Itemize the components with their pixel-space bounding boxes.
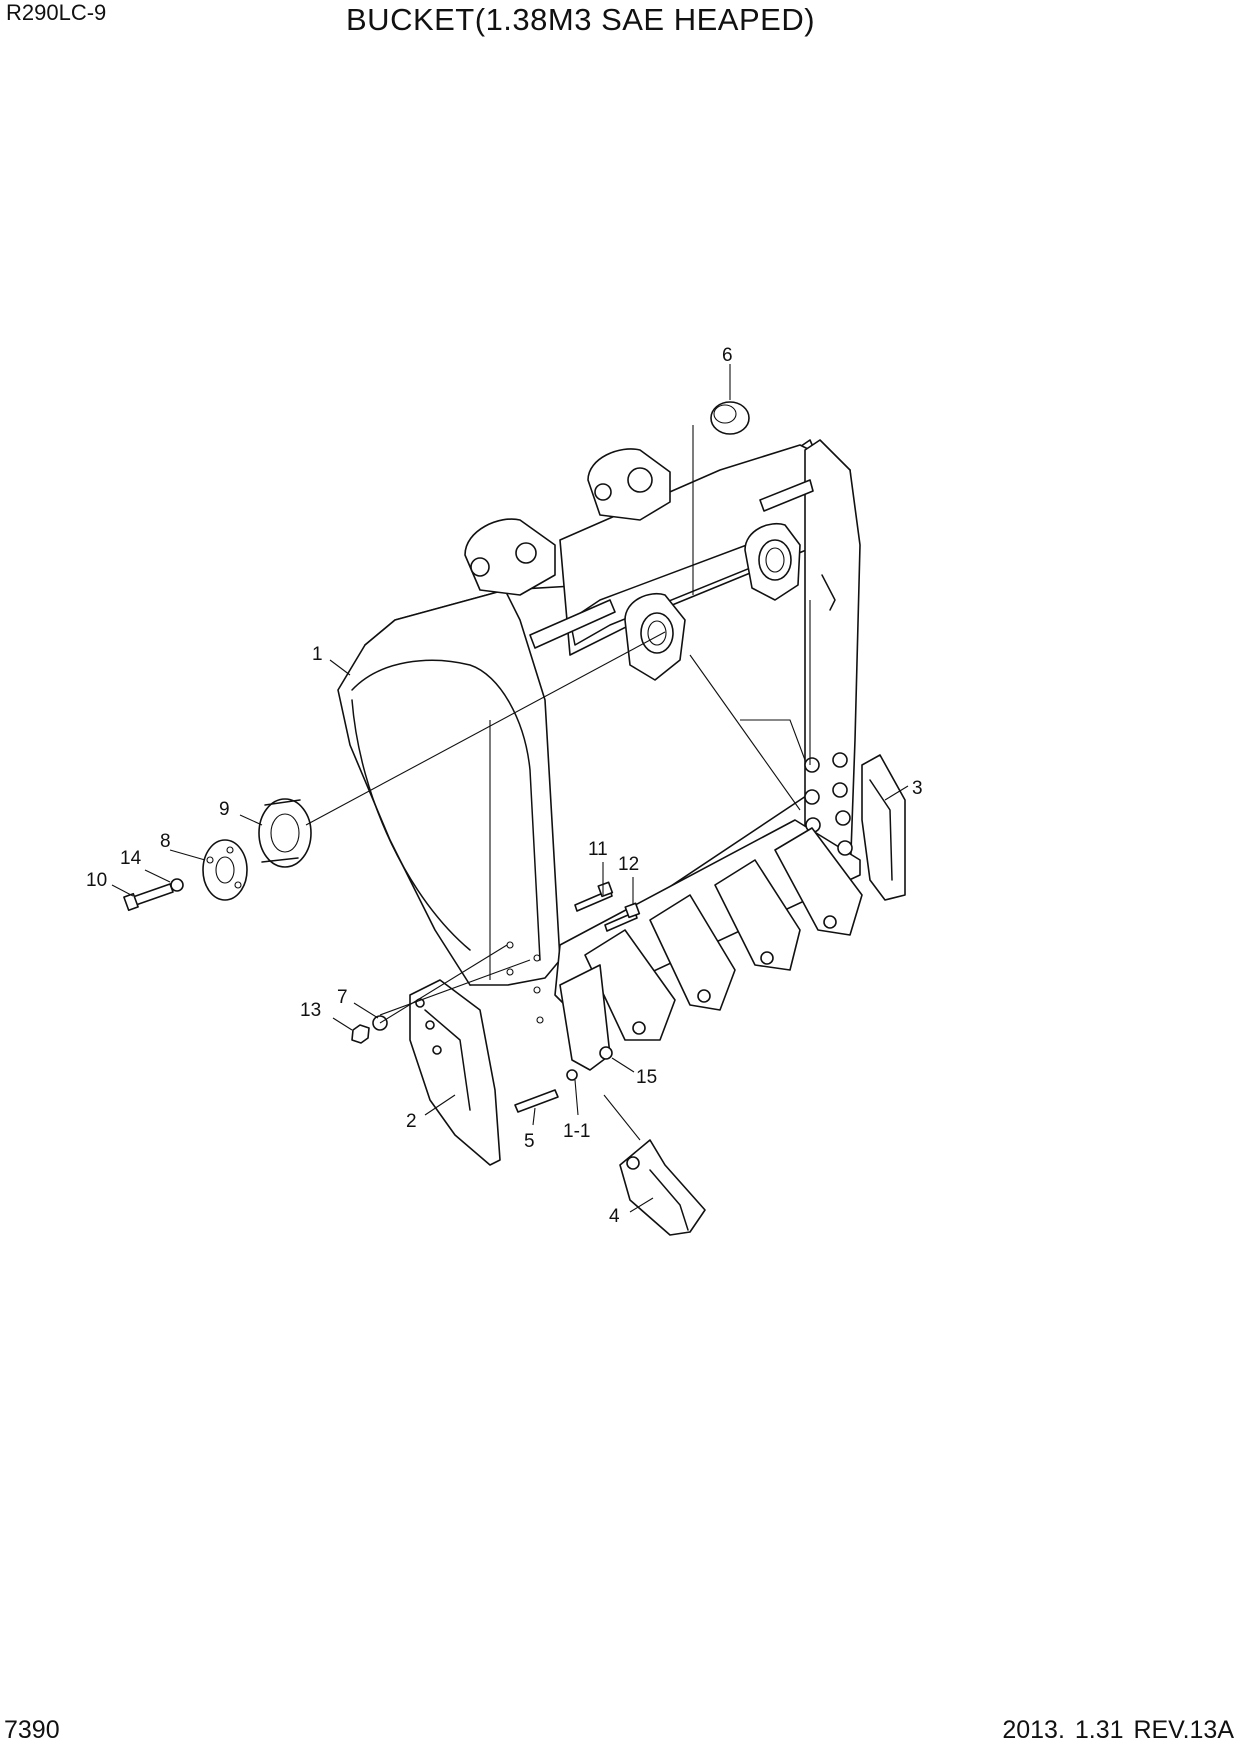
side-cutter-left-part xyxy=(409,979,501,1166)
revision-date: 2013. 1.31 REV.13A xyxy=(1002,1716,1234,1744)
leader-lines xyxy=(111,364,909,1213)
callout-2: 2 xyxy=(406,1111,417,1132)
callout-3: 3 xyxy=(912,778,923,799)
callout-12: 12 xyxy=(618,854,639,875)
left-plate-holes xyxy=(506,941,544,1024)
callout-4: 4 xyxy=(609,1206,620,1227)
tooth-pin-part xyxy=(514,1089,559,1113)
callout-labels: 1 1-1 2 3 4 5 6 7 8 9 10 11 12 13 14 15 xyxy=(86,345,923,1227)
callout-10: 10 xyxy=(86,870,107,891)
side-cutter-right-part xyxy=(861,754,906,901)
model-number: R290LC-9 xyxy=(6,0,107,25)
callout-7: 7 xyxy=(337,987,348,1008)
callout-5: 5 xyxy=(524,1131,535,1152)
link-boss-ears xyxy=(464,448,801,681)
callout-13: 13 xyxy=(300,1000,321,1021)
tooth-point-part xyxy=(619,1139,706,1236)
callout-14: 14 xyxy=(120,848,142,869)
bushing-part xyxy=(710,401,750,435)
page-title: BUCKET(1.38M3 SAE HEAPED) xyxy=(346,2,816,37)
callout-1: 1 xyxy=(312,644,323,665)
page-number: 7390 xyxy=(4,1716,60,1744)
callout-1-1: 1-1 xyxy=(563,1121,590,1142)
callout-15: 15 xyxy=(636,1067,657,1088)
callout-6: 6 xyxy=(722,345,733,366)
exploded-view-lines xyxy=(305,425,811,1141)
callout-8: 8 xyxy=(160,831,171,852)
tooth-adapters xyxy=(559,827,863,1071)
shim-and-plate-parts xyxy=(202,798,312,901)
fastener-parts xyxy=(123,878,641,1081)
side-cutter-bolts xyxy=(804,752,853,856)
callout-9: 9 xyxy=(219,799,230,820)
callout-11: 11 xyxy=(588,839,608,860)
